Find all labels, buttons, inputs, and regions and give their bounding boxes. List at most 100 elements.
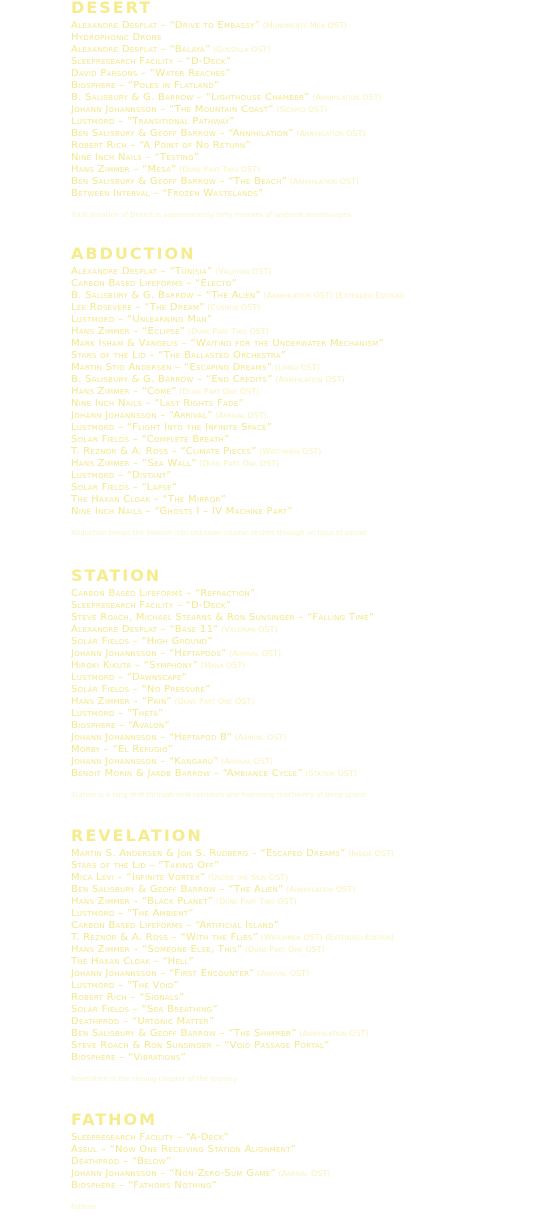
- track-item: Steve Roach, Michael Stearns & Ron Sunsi…: [71, 612, 535, 624]
- track-list: Martin S. Andersen & Jon S. Rudberg – “E…: [71, 848, 535, 1084]
- track-title: The Haxan Cloak – “The Mirror”: [71, 494, 227, 505]
- track-title: Johann Johannsson – “Kangaru”: [71, 756, 219, 767]
- track-title: T. Reznor & A. Ross – “With the Flies”: [71, 932, 259, 943]
- track-title: Carbon Based Lifeforms – “Electo”: [71, 278, 238, 289]
- section-title: STATION: [71, 566, 162, 585]
- track-title: Martin S. Andersen & Jon S. Rudberg – “E…: [71, 848, 346, 859]
- track-title: Sleepresearch Facility – “D-Deck”: [71, 600, 232, 611]
- track-source: (Dune Part One OST): [196, 459, 280, 468]
- track-item: T. Reznor & A. Ross – “Climate Pieces” (…: [71, 446, 535, 458]
- track-item: Solar Fields – “Lapse”: [71, 482, 535, 494]
- track-title: Solar Fields – “Lapse”: [71, 482, 178, 493]
- track-item: Morby – “El Refugio”: [71, 744, 535, 756]
- track-title: Ben Salisbury & Geoff Barrow – “Annihila…: [71, 128, 294, 139]
- track-source: (Sicario OST): [273, 105, 328, 114]
- track-item: Johann Johannsson – “Non-Zero-Sum Game” …: [71, 1168, 535, 1180]
- track-item: Nine Inch Nails – “Testing”: [71, 152, 535, 164]
- track-item: Martin S. Andersen & Jon S. Rudberg – “E…: [71, 848, 535, 860]
- track-title: Steve Roach, Michael Stearns & Ron Sunsi…: [71, 612, 375, 623]
- track-title: Lustmord – “Unlearning Man”: [71, 314, 213, 325]
- track-item: Biosphere – “Poles in Flatland”: [71, 80, 535, 92]
- track-item: Benoit Morin & Jakob Barrow – “Ambiance …: [71, 768, 535, 780]
- track-title: Solar Fields – “Sea Breathing”: [71, 1004, 218, 1015]
- track-title: Lustmord – “Dawnscape”: [71, 672, 188, 683]
- track-title: Sleepresearch Facility – “A-Deck”: [71, 1132, 230, 1143]
- track-item: B. Salisbury & G. Barrow – “End Credits”…: [71, 374, 535, 386]
- track-item: Mark Isham & Vangelis – “Waiting for the…: [71, 338, 535, 350]
- track-title: David Parsons – “Water Reaches”: [71, 68, 231, 79]
- track-title: Deathprod – “Below”: [71, 1156, 172, 1167]
- track-title: Lustmord – “Distant”: [71, 470, 172, 481]
- track-item: Between Interval – “Frozen Wastelands”: [71, 188, 535, 200]
- track-title: Sleepresearch Facility – “D-Deck”: [71, 56, 232, 67]
- track-title: Aseul – “Now One Receiving Station Align…: [71, 1144, 297, 1155]
- track-item: Martin Stig Andersen – “Escaping Dreams”…: [71, 362, 535, 374]
- track-title: Stars of the Lid – “The Ballasted Orches…: [71, 350, 287, 361]
- track-item: Biosphere – “Fathoms Nothing”: [71, 1180, 535, 1192]
- section-header: 0304ABDUCTION: [0, 244, 535, 268]
- track-item: Hans Zimmer – “Mesa” (Dune Part Two OST): [71, 164, 535, 176]
- track-title: Hiroki Kikuta – “Symphony”: [71, 660, 199, 671]
- track-title: Ben Salisbury & Geoff Barrow – “The Beac…: [71, 176, 288, 187]
- track-item: Hydrophonic Drone: [71, 32, 535, 44]
- track-source: (Dune Part One OST): [171, 697, 255, 706]
- track-source: (Annihilation OST): [296, 1029, 369, 1038]
- track-source: (Arrival OST): [212, 411, 267, 420]
- track-title: Johann Johannsson – “Non-Zero-Sum Game”: [71, 1168, 276, 1179]
- track-item: Ben Salisbury & Geoff Barrow – “The Alie…: [71, 884, 535, 896]
- section-desert: 0102DESERTAlexandre Desplat – “Drive to …: [0, 0, 535, 219]
- track-title: Hans Zimmer – “Black Planet”: [71, 896, 214, 907]
- track-item: B. Salisbury & G. Barrow – “The Alien” (…: [71, 290, 535, 302]
- track-item: Alexandre Desplat – “Drive to Embassy” (…: [71, 20, 535, 32]
- track-title: The Haxan Cloak – “Hell”: [71, 956, 195, 967]
- track-title: Hans Zimmer – “Mesa”: [71, 164, 177, 175]
- track-item: Aseul – “Now One Receiving Station Align…: [71, 1144, 535, 1156]
- section-abduction: 0304ABDUCTIONAlexandre Desplat – “Tunisi…: [0, 244, 535, 537]
- track-title: Deathprod – “Urtonic Matter”: [71, 1016, 215, 1027]
- track-source: (Station OST): [302, 769, 357, 778]
- track-item: Robert Rich – “Signals”: [71, 992, 535, 1004]
- track-title: Hydrophonic Drone: [71, 32, 162, 43]
- track-title: Carbon Based Lifeforms – “Artificial Isl…: [71, 920, 280, 931]
- track-item: Alexandre Desplat – “Tunisia” (Valerian …: [71, 266, 535, 278]
- track-source: (Monuments Men OST): [260, 21, 347, 30]
- track-source: (Watchmen OST): [256, 447, 322, 456]
- track-source: (Valerian OST): [212, 267, 272, 276]
- track-source: (Limbo OST): [272, 363, 320, 372]
- track-source: (Dune Part One OST): [176, 387, 260, 396]
- section-revelation: 0708REVELATIONMartin S. Andersen & Jon S…: [0, 826, 535, 1083]
- track-item: Sleepresearch Facility – “D-Deck”: [71, 56, 535, 68]
- track-title: Lustmord – “The Ambient”: [71, 908, 194, 919]
- track-source: (Arrival OST): [275, 1169, 331, 1178]
- track-title: Alexandre Desplat – “Base 11”: [71, 624, 219, 635]
- track-item: Lustmord – “Distant”: [71, 470, 535, 482]
- track-title: Alexandre Desplat – “Tunisia”: [71, 266, 213, 277]
- track-title: Lustmord – “Theta”: [71, 708, 164, 719]
- track-title: Nine Inch Nails – “Ghosts I – IV Machine…: [71, 506, 293, 517]
- track-title: Hans Zimmer – “Someone Else, This”: [71, 944, 243, 955]
- track-title: Alexandre Desplat – “Balaya”: [71, 44, 211, 55]
- track-item: The Haxan Cloak – “Hell”: [71, 956, 535, 968]
- section-footer: Revelation is the closing chapter of the…: [71, 1075, 237, 1083]
- track-item: The Haxan Cloak – “The Mirror”: [71, 494, 535, 506]
- track-item: Ben Salisbury & Geoff Barrow – “The Beac…: [71, 176, 535, 188]
- track-list: Sleepresearch Facility – “A-Deck”Aseul –…: [71, 1132, 535, 1212]
- track-item: Hiroki Kikuta – “Symphony” (Mana OST): [71, 660, 535, 672]
- track-title: Steve Roach & Ron Sunsinger – “Void Pass…: [71, 1040, 330, 1051]
- track-title: Johann Johannsson – “Heptapod B”: [71, 732, 233, 743]
- track-item: Solar Fields – “High Ground”: [71, 636, 535, 648]
- track-item: Lustmord – “Unlearning Man”: [71, 314, 535, 326]
- track-title: Johann Johannsson – “Arrival”: [71, 410, 213, 421]
- track-title: Biosphere – “Fathoms Nothing”: [71, 1180, 218, 1191]
- track-item: Sleepresearch Facility – “A-Deck”: [71, 1132, 535, 1144]
- section-header: 0506STATION: [0, 566, 535, 590]
- section-footer: Station is a long drift through cold cor…: [71, 791, 366, 799]
- track-title: Martin Stig Andersen – “Escaping Dreams”: [71, 362, 273, 373]
- track-item: Lustmord – “Theta”: [71, 708, 535, 720]
- track-item: Stars of the Lid – “Taking Off”: [71, 860, 535, 872]
- track-source: (Annihilation OST) (Extended Edition): [261, 291, 405, 300]
- track-title: Johann Johannsson – “Heptapods”: [71, 648, 227, 659]
- track-item: Carbon Based Lifeforms – “Electo”: [71, 278, 535, 290]
- section-title: DESERT: [71, 0, 153, 17]
- track-item: Lustmord – “Transitional Pathway”: [71, 116, 535, 128]
